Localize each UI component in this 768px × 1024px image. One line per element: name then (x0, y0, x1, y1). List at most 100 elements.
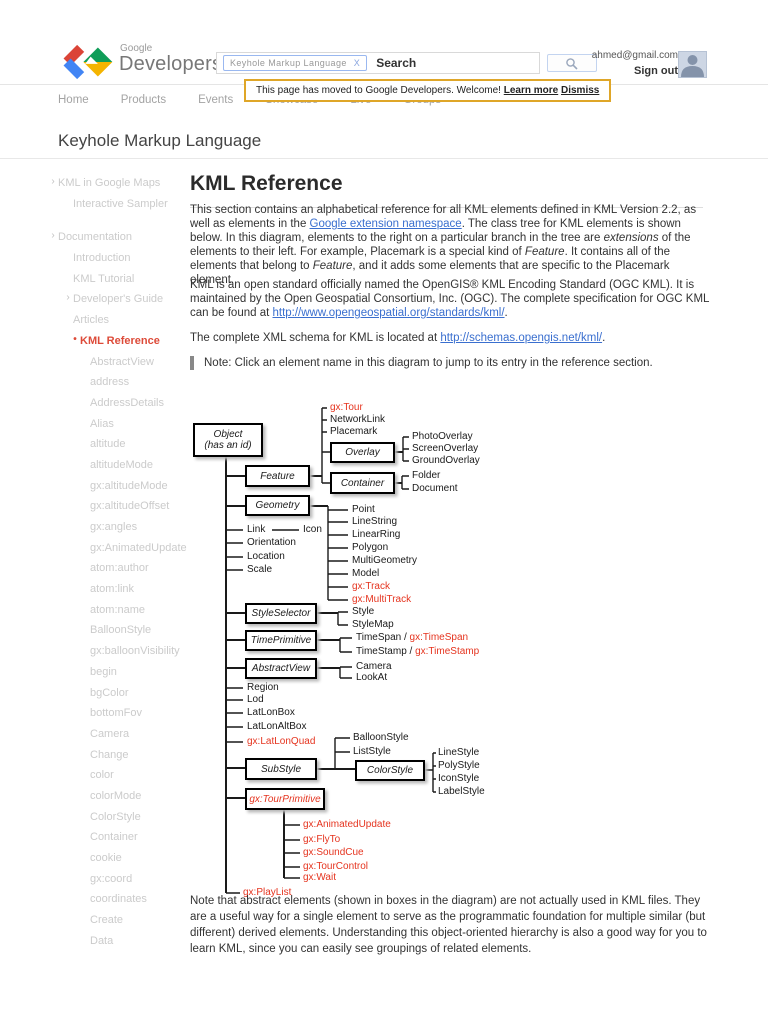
sidebar-item-altitude[interactable]: altitude (48, 438, 186, 459)
diagram-node-screenoverlay[interactable]: ScreenOverlay (412, 443, 479, 454)
diagram-node-styleselector[interactable]: StyleSelector (245, 603, 317, 624)
nav-item-events[interactable]: Events (198, 94, 234, 106)
diagram-node-stylemap[interactable]: StyleMap (352, 619, 394, 630)
sidebar-item-developer-s-guide[interactable]: ›Developer's Guide (48, 292, 186, 314)
sidebar-item-kml-reference[interactable]: •KML Reference (48, 334, 186, 356)
diagram-node-geometry[interactable]: Geometry (245, 495, 310, 516)
sidebar-item-atom-author[interactable]: atom:author (48, 562, 186, 583)
inline-link[interactable]: Learn more (503, 85, 559, 96)
diagram-node-gx-tour[interactable]: gx:Tour (330, 402, 363, 413)
sidebar-item-atom-link[interactable]: atom:link (48, 583, 186, 604)
diagram-node-substyle[interactable]: SubStyle (245, 758, 317, 780)
diagram-node-region[interactable]: Region (247, 682, 279, 693)
sidebar-item-introduction[interactable]: Introduction (48, 252, 186, 273)
diagram-node-model[interactable]: Model (352, 568, 380, 579)
diagram-node-gx-tourprimitive[interactable]: gx:TourPrimitive (245, 788, 325, 810)
diagram-node-networklink[interactable]: NetworkLink (330, 414, 386, 425)
inline-link[interactable]: http://www.opengeospatial.org/standards/… (272, 307, 505, 319)
diagram-node-document[interactable]: Document (412, 483, 458, 494)
sidebar-item-cookie[interactable]: cookie (48, 852, 186, 873)
diagram-node-gx-track[interactable]: gx:Track (352, 581, 390, 592)
inline-link[interactable]: http://schemas.opengis.net/kml/ (440, 332, 603, 344)
diagram-node-timestamp-row[interactable]: TimeStamp / gx:TimeStamp (356, 646, 480, 657)
nav-item-home[interactable]: Home (58, 94, 89, 106)
sidebar-item-gx-coord[interactable]: gx:coord (48, 873, 186, 894)
sidebar-item-begin[interactable]: begin (48, 666, 186, 687)
diagram-node-latlonaltbox[interactable]: LatLonAltBox (247, 721, 307, 732)
diagram-node-latlonbox[interactable]: LatLonBox (247, 707, 295, 718)
sidebar-item-interactive-sampler[interactable]: Interactive Sampler (48, 198, 186, 219)
diagram-node-object[interactable]: Object(has an id) (193, 423, 263, 457)
diagram-node-photooverlay[interactable]: PhotoOverlay (412, 431, 473, 442)
diagram-node-container-box[interactable]: Container (330, 472, 395, 494)
inline-link[interactable]: Dismiss (560, 85, 600, 96)
diagram-node-gx-multitrack[interactable]: gx:MultiTrack (352, 594, 412, 605)
diagram-node-groundoverlay[interactable]: GroundOverlay (412, 455, 480, 466)
diagram-node-gx-flyto[interactable]: gx:FlyTo (303, 834, 341, 845)
sidebar-item-gx-altitudeoffset[interactable]: gx:altitudeOffset (48, 500, 186, 521)
sidebar-item-colorstyle[interactable]: ColorStyle (48, 811, 186, 832)
diagram-node-labelstyle[interactable]: LabelStyle (438, 786, 485, 797)
diagram-node-gx-soundcue[interactable]: gx:SoundCue (303, 847, 364, 858)
sidebar-item-balloonstyle[interactable]: BalloonStyle (48, 624, 186, 645)
sidebar-item-kml-in-google-maps[interactable]: ›KML in Google Maps (48, 176, 186, 198)
sidebar-item-articles[interactable]: Articles (48, 314, 186, 335)
diagram-node-liststyle[interactable]: ListStyle (353, 746, 391, 757)
sidebar-item-documentation[interactable]: ›Documentation (48, 230, 186, 252)
sidebar-item-gx-animatedupdate[interactable]: gx:AnimatedUpdate (48, 542, 187, 563)
diagram-node-lod[interactable]: Lod (247, 694, 264, 705)
diagram-node-feature[interactable]: Feature (245, 465, 310, 487)
diagram-node-balloonstyle-node[interactable]: BalloonStyle (353, 732, 409, 743)
search-button[interactable] (547, 54, 597, 72)
sidebar-item-gx-altitudemode[interactable]: gx:altitudeMode (48, 480, 186, 501)
sidebar-item-alias[interactable]: Alias (48, 418, 186, 439)
google-developers-logo[interactable]: Google Developers (58, 42, 222, 82)
diagram-node-gx-animatedupdate[interactable]: gx:AnimatedUpdate (303, 819, 391, 830)
diagram-node-placemark[interactable]: Placemark (330, 426, 378, 437)
sidebar-item-colormode[interactable]: colorMode (48, 790, 186, 811)
sidebar-item-bottomfov[interactable]: bottomFov (48, 707, 186, 728)
search-input[interactable]: Keyhole Markup Language X Search (216, 52, 540, 74)
diagram-node-timeprimitive[interactable]: TimePrimitive (245, 630, 317, 651)
inline-link[interactable]: Google extension namespace (309, 218, 462, 230)
search-scope-chip[interactable]: Keyhole Markup Language X (223, 55, 368, 71)
diagram-node-scale[interactable]: Scale (247, 564, 273, 575)
diagram-node-lookat[interactable]: LookAt (356, 672, 388, 683)
sidebar-item-data[interactable]: Data (48, 935, 186, 956)
diagram-node-linearring[interactable]: LinearRing (352, 529, 401, 540)
diagram-node-style[interactable]: Style (352, 606, 375, 617)
diagram-node-gx-tourcontrol[interactable]: gx:TourControl (303, 861, 369, 872)
diagram-node-multigeometry[interactable]: MultiGeometry (352, 555, 418, 566)
diagram-node-polystyle[interactable]: PolyStyle (438, 760, 480, 771)
nav-item-products[interactable]: Products (120, 94, 167, 106)
sidebar-item-kml-tutorial[interactable]: KML Tutorial (48, 273, 186, 294)
sidebar-item-bgcolor[interactable]: bgColor (48, 687, 186, 708)
sidebar-item-gx-balloonvisibility[interactable]: gx:balloonVisibility (48, 645, 186, 666)
user-avatar[interactable] (678, 51, 707, 78)
diagram-node-timespan-row[interactable]: TimeSpan / gx:TimeSpan (356, 632, 469, 643)
diagram-node-folder[interactable]: Folder (412, 470, 441, 481)
sidebar-item-change[interactable]: Change (48, 749, 186, 770)
diagram-node-iconstyle[interactable]: IconStyle (438, 773, 480, 784)
sidebar-item-coordinates[interactable]: coordinates (48, 893, 186, 914)
sidebar-item-atom-name[interactable]: atom:name (48, 604, 186, 625)
diagram-node-linestring[interactable]: LineString (352, 516, 398, 527)
diagram-node-camera-node[interactable]: Camera (356, 661, 392, 672)
sidebar-item-address[interactable]: address (48, 376, 186, 397)
diagram-node-overlay[interactable]: Overlay (330, 442, 395, 463)
sidebar-item-container[interactable]: Container (48, 831, 186, 852)
diagram-node-gx-wait[interactable]: gx:Wait (303, 872, 336, 883)
diagram-node-polygon[interactable]: Polygon (352, 542, 389, 553)
diagram-node-location[interactable]: Location (247, 551, 285, 562)
diagram-node-abstractview[interactable]: AbstractView (245, 658, 317, 679)
diagram-node-icon[interactable]: Icon (303, 524, 322, 535)
sidebar-item-addressdetails[interactable]: AddressDetails (48, 397, 186, 418)
sidebar-item-gx-angles[interactable]: gx:angles (48, 521, 186, 542)
sidebar-item-camera[interactable]: Camera (48, 728, 186, 749)
diagram-node-colorstyle[interactable]: ColorStyle (355, 760, 425, 781)
diagram-node-gx-playlist[interactable]: gx:PlayList (243, 887, 292, 898)
sidebar-item-color[interactable]: color (48, 769, 186, 790)
diagram-node-orientation[interactable]: Orientation (247, 537, 296, 548)
diagram-node-link[interactable]: Link (247, 524, 266, 535)
sidebar-item-create[interactable]: Create (48, 914, 186, 935)
